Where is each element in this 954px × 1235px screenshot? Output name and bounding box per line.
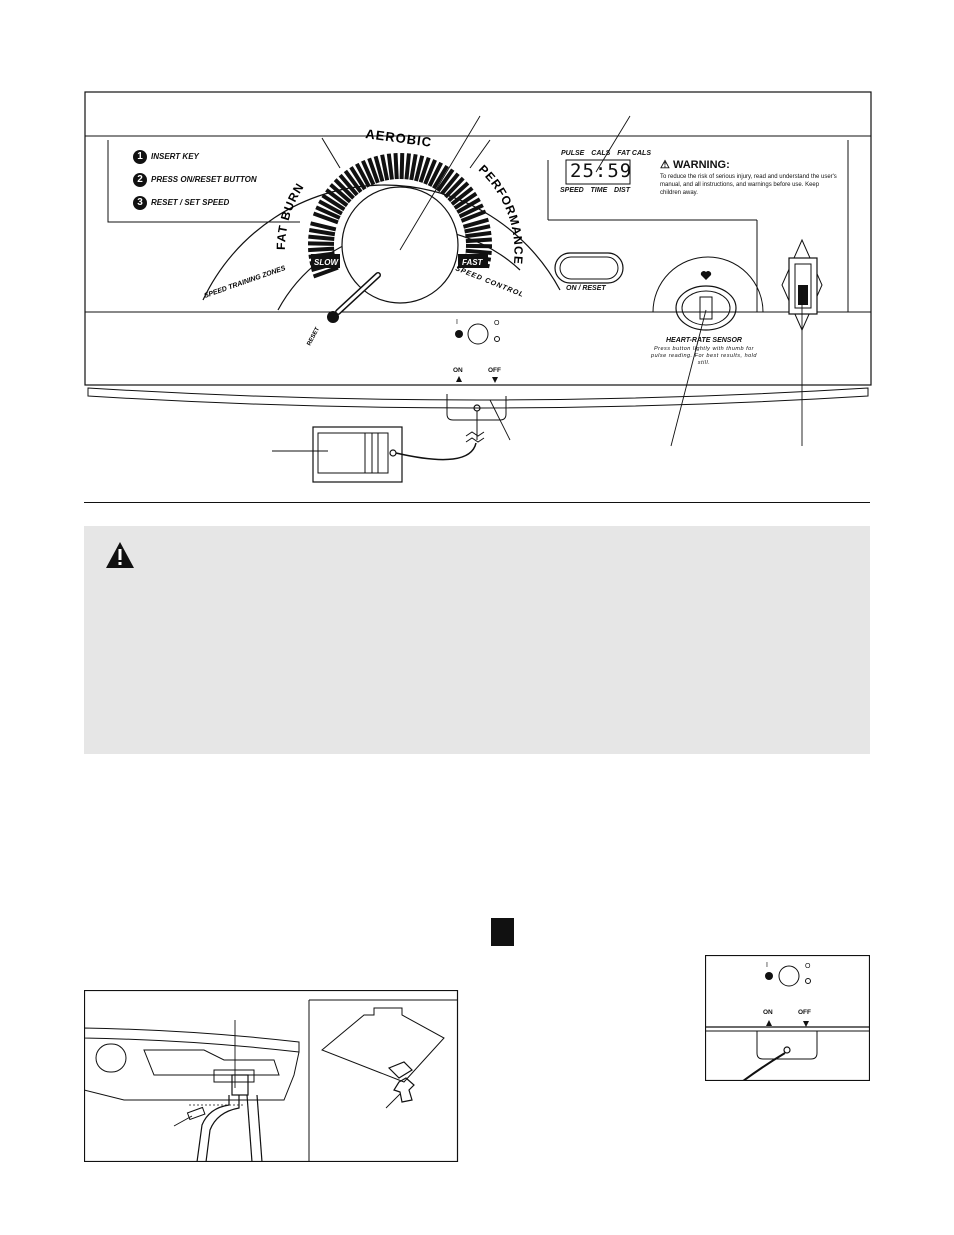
gauge-tick (373, 155, 385, 182)
gauge-tick (380, 154, 390, 181)
heart-icon (700, 271, 712, 280)
label-speed-control: SPEED CONTROL (454, 265, 524, 299)
svg-text:AEROBIC: AEROBIC (365, 126, 433, 150)
lcd-top-labels: PULSE CALS FAT CALS (561, 150, 651, 157)
warning-panel (84, 526, 870, 754)
gauge-tick (465, 248, 492, 256)
gauge-tick (414, 155, 425, 182)
gauge-tick (462, 217, 489, 229)
gauge-tick (349, 166, 367, 191)
gauge-tick (321, 193, 346, 212)
gauge-tick (465, 237, 492, 244)
power-on-label: ON (453, 367, 463, 374)
gauge-tick (333, 178, 355, 200)
gauge-tick (361, 160, 376, 186)
gauge-tick (460, 209, 487, 223)
gauge-tick (386, 153, 394, 180)
power-switch-illustration (704, 954, 871, 1082)
gauge-tick (450, 186, 474, 206)
detail-off-label: OFF (798, 1009, 811, 1016)
assembly-illustration (83, 989, 459, 1163)
zone-fat-burn: FAT BURN (274, 180, 306, 250)
gauge-tick (447, 181, 470, 202)
detail-o-mark: O (805, 963, 811, 970)
label-fast: FAST (462, 258, 484, 267)
console-diagram: AEROBIC FAT BURN PERFORMANCE SPEED TRAIN… (0, 0, 954, 500)
gauge-tick (343, 169, 363, 194)
power-off-label: OFF (488, 367, 501, 374)
gauge-tick (409, 154, 418, 181)
gauge-tick (432, 164, 449, 190)
gauge-tick (312, 211, 339, 225)
detail-on-label: ON (763, 1009, 773, 1016)
warning-triangle-icon (106, 542, 134, 568)
warning-triangle-icon: ⚠ (660, 159, 670, 171)
gauge-tick (325, 188, 349, 208)
step-marker-square (491, 918, 514, 946)
gauge-tick (312, 265, 339, 279)
gauge-tick (367, 157, 380, 184)
speed-knob[interactable] (341, 186, 459, 304)
gauge-tick (404, 153, 411, 180)
gauge-tick (318, 199, 343, 216)
console-illustration: AEROBIC FAT BURN PERFORMANCE SPEED TRAIN… (84, 91, 872, 483)
gauge-tick (456, 197, 481, 214)
gauge-tick (418, 156, 431, 183)
svg-text:SPEED CONTROL: SPEED CONTROL (454, 265, 525, 299)
gauge-tick (308, 234, 335, 242)
gauge-tick (310, 221, 337, 232)
heart-rate-sensor-text: HEART-RATE SENSOR Press button lightly w… (651, 337, 757, 366)
gauge-tick (465, 230, 492, 239)
gauge-tick (355, 162, 371, 188)
gauge-tick (308, 228, 336, 237)
gauge-tick (393, 153, 399, 180)
label-speed-training-zones: SPEED TRAINING ZONES (203, 265, 286, 300)
assembly-figure (83, 989, 459, 1163)
gauge-tick (399, 152, 405, 180)
section-divider (84, 502, 870, 503)
gauge-tick (464, 224, 491, 234)
lcd-readout: 25:59 (570, 160, 633, 182)
gauge-tick (443, 176, 465, 199)
lcd-bottom-labels: SPEED TIME DIST (560, 187, 630, 194)
gauge-tick (329, 183, 352, 204)
zone-aerobic: AEROBIC (365, 126, 432, 150)
speed-gauge-ticks (307, 152, 493, 279)
gauge-tick (308, 246, 335, 253)
on-reset-label: ON / RESET (566, 285, 606, 292)
label-slow: SLOW (314, 258, 339, 267)
power-o-mark: O (494, 320, 500, 327)
console-warning: ⚠ WARNING: To reduce the risk of serious… (660, 159, 837, 196)
power-i-mark: I (456, 319, 458, 326)
label-reset: RESET (306, 326, 321, 347)
gauge-tick (453, 191, 478, 210)
gauge-tick (458, 203, 484, 219)
gauge-tick (440, 172, 460, 196)
gauge-tick (423, 159, 437, 185)
gauge-tick (436, 168, 455, 193)
detail-i-mark: I (766, 962, 768, 969)
svg-text:FAT BURN: FAT BURN (274, 180, 307, 250)
svg-text:SPEED TRAINING ZONES: SPEED TRAINING ZONES (203, 265, 286, 300)
gauge-tick (315, 205, 341, 220)
gauge-tick (427, 161, 443, 187)
power-switch-detail (704, 954, 871, 1082)
gauge-tick (338, 173, 359, 197)
